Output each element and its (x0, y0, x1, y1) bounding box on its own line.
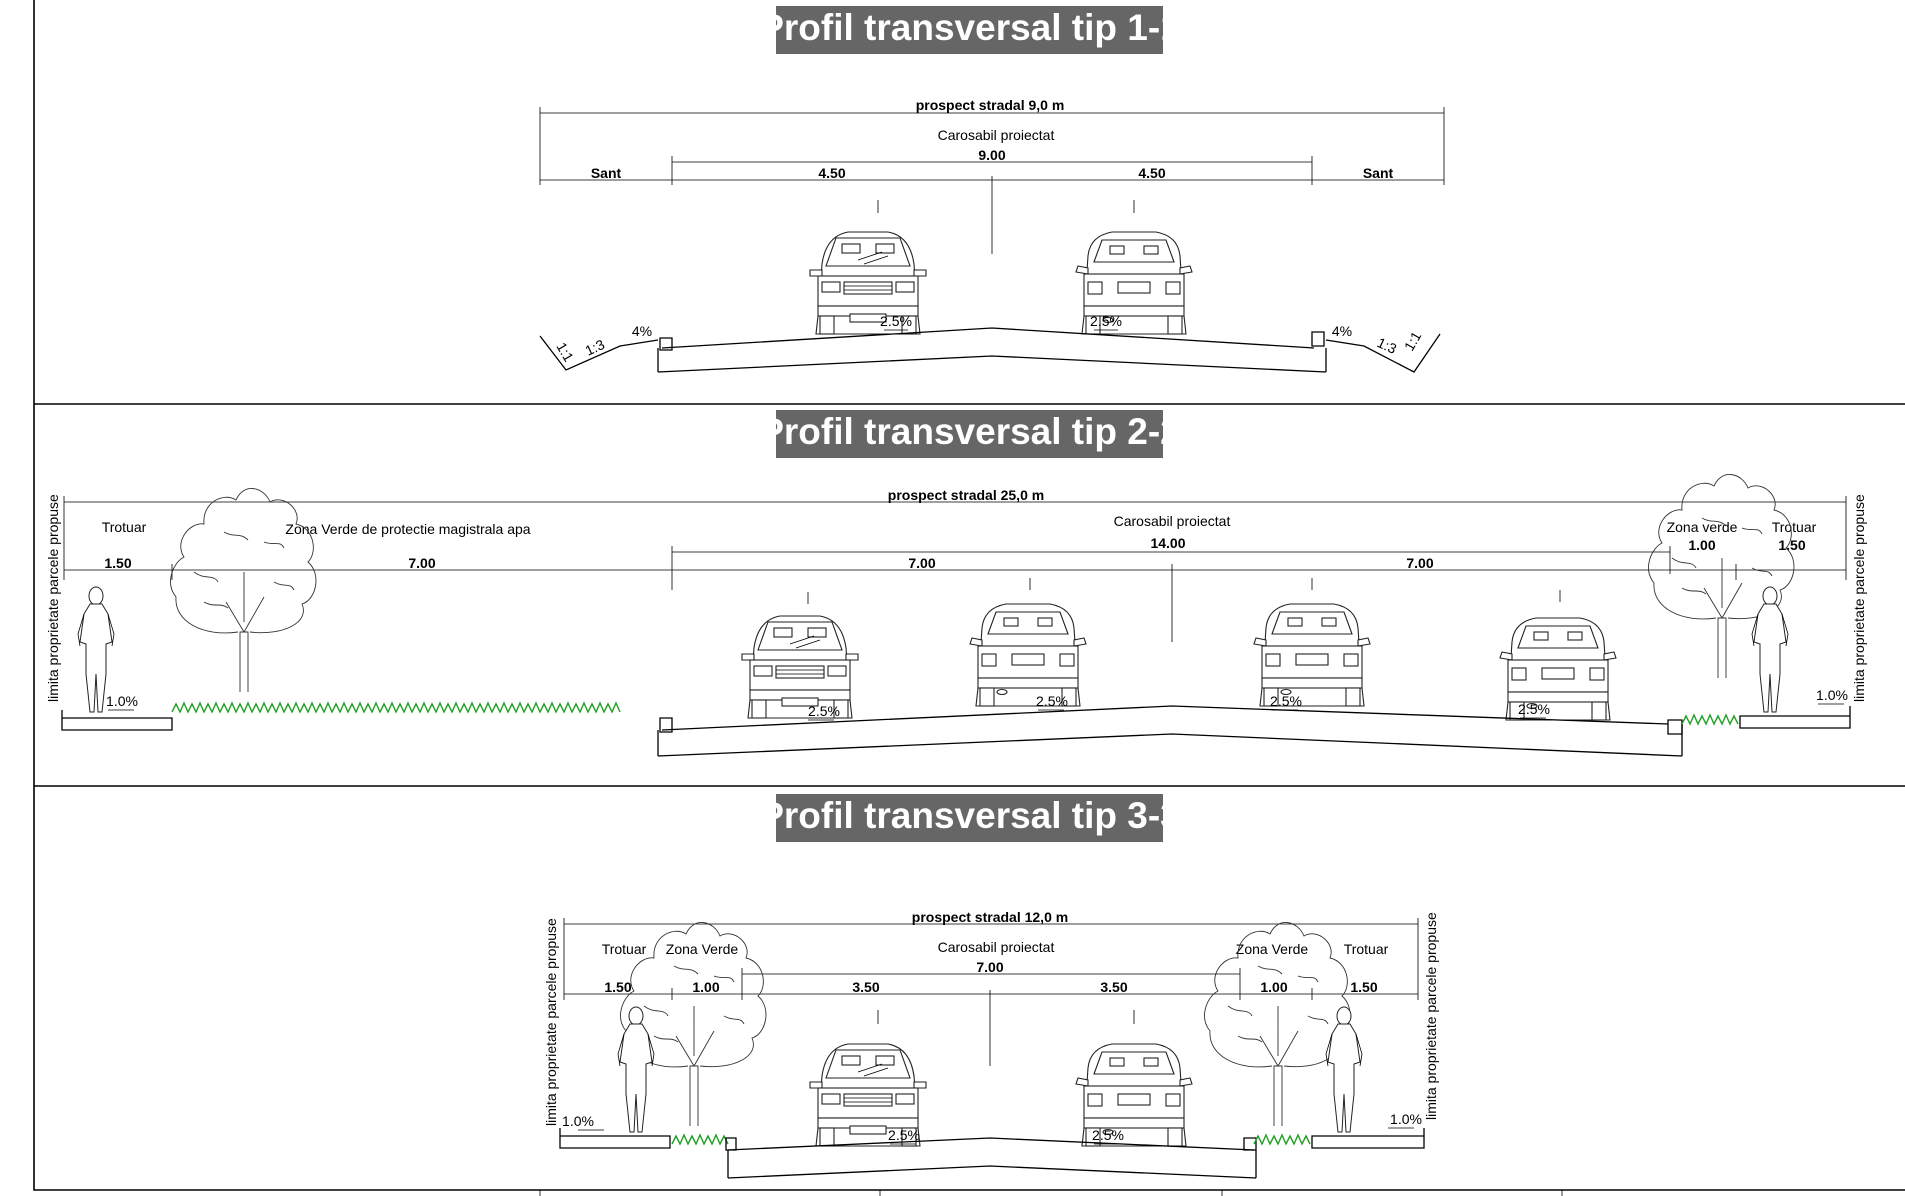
section-2-2-sidewalk-right: Trotuar (1772, 519, 1817, 535)
section-1-1-bank-1-3-left: 1:3 (583, 336, 608, 359)
section-1-1-bank-1-1-left: 1:1 (553, 340, 577, 365)
car-front-2a (741, 615, 859, 719)
section-2-2-slope-3: 2.5% (1270, 693, 1302, 709)
section-2-2-sidewalk-left: Trotuar (102, 519, 147, 535)
section-3-3-property-limit-left: limita proprietate parcele propuse (543, 918, 559, 1126)
section-3-3-carriageway-label: Carosabil proiectat (938, 939, 1055, 955)
section-3-3-lane-left: 3.50 (852, 979, 879, 995)
section-2-2-slope-2: 2.5% (1036, 693, 1068, 709)
section-1-1-slope-left: 2.5% (880, 313, 912, 329)
section-1-1-bank-1-1-right: 1:1 (1401, 328, 1425, 353)
tree-2-left (170, 488, 317, 693)
section-1-1: Profil transversal tip 1-1 prospect stra… (539, 6, 1445, 373)
section-1-1-carriageway-label: Carosabil proiectat (938, 127, 1055, 143)
pedestrian-2-right (1751, 586, 1789, 713)
section-3-3-sidewalk-slope-left: 1.0% (562, 1113, 594, 1129)
section-3-3-green-right: Zona Verde (1236, 941, 1309, 957)
car-rear-2c (1253, 603, 1371, 707)
section-1-1-title: Profil transversal tip 1-1 (759, 7, 1181, 48)
section-1-1-ditch-slope-right: 4% (1332, 323, 1352, 339)
section-2-2-sidewalk-right-width: 1.50 (1778, 537, 1805, 553)
section-3-3-sidewalk-right: Trotuar (1344, 941, 1389, 957)
section-3-3-slope-left: 2.5% (888, 1127, 920, 1143)
section-2-2-lane-right: 7.00 (1406, 555, 1433, 571)
section-3-3-sidewalk-left-width: 1.50 (604, 979, 631, 995)
pedestrian-3-left (617, 1006, 655, 1133)
section-3-3-slope-right: 2.5% (1092, 1127, 1124, 1143)
section-2-2-slope-4: 2.5% (1518, 701, 1550, 717)
section-3-3-lane-right: 3.50 (1100, 979, 1127, 995)
pedestrian-3-right (1325, 1006, 1363, 1133)
section-3-3-green-left-width: 1.00 (692, 979, 719, 995)
section-2-2-slope-1: 2.5% (808, 703, 840, 719)
section-2-2-property-limit-right: limita proprietate parcele propuse (1851, 494, 1867, 702)
section-1-1-bank-1-3-right: 1:3 (1375, 334, 1400, 357)
section-2-2-carriageway-label: Carosabil proiectat (1114, 513, 1231, 529)
section-2-2-carriageway-width: 14.00 (1150, 535, 1185, 551)
section-3-3-property-limit-right: limita proprietate parcele propuse (1423, 912, 1439, 1120)
section-1-1-lane-left: 4.50 (818, 165, 845, 181)
section-3-3-title: Profil transversal tip 3-3 (759, 795, 1181, 836)
section-2-2-green-protection-width: 7.00 (408, 555, 435, 571)
section-2-2-green-right: Zona verde (1667, 519, 1738, 535)
section-2-2-sidewalk-slope-left: 1.0% (106, 693, 138, 709)
section-2-2-sidewalk-slope-right: 1.0% (1816, 687, 1848, 703)
section-1-1-side-left: Sant (591, 165, 622, 181)
section-1-1-side-right: Sant (1363, 165, 1394, 181)
section-2-2-green-protection: Zona Verde de protectie magistrala apa (285, 521, 530, 537)
section-2-2: Profil transversal tip 2-2 prospect stra… (45, 410, 1867, 757)
section-3-3-sidewalk-slope-right: 1.0% (1390, 1111, 1422, 1127)
section-2-2-sidewalk-left-width: 1.50 (104, 555, 131, 571)
section-3-3-green-left: Zona Verde (666, 941, 739, 957)
section-1-1-prospect: prospect stradal 9,0 m (916, 97, 1065, 113)
section-3-3-sidewalk-right-width: 1.50 (1350, 979, 1377, 995)
section-3-3-green-right-width: 1.00 (1260, 979, 1287, 995)
section-2-2-green-right-width: 1.00 (1688, 537, 1715, 553)
section-2-2-title: Profil transversal tip 2-2 (759, 411, 1181, 452)
section-3-3: Profil transversal tip 3-3 prospect stra… (543, 794, 1439, 1179)
section-3-3-prospect: prospect stradal 12,0 m (912, 909, 1068, 925)
section-2-2-prospect: prospect stradal 25,0 m (888, 487, 1044, 503)
section-1-1-ditch-slope-left: 4% (632, 323, 652, 339)
section-1-1-lane-right: 4.50 (1138, 165, 1165, 181)
section-1-1-carriageway-width: 9.00 (978, 147, 1005, 163)
section-2-2-lane-left: 7.00 (908, 555, 935, 571)
section-2-2-property-limit-left: limita proprietate parcele propuse (45, 494, 61, 702)
car-rear-2b (969, 603, 1087, 707)
section-3-3-carriageway-width: 7.00 (976, 959, 1003, 975)
section-1-1-slope-right: 2.5% (1090, 313, 1122, 329)
section-3-3-sidewalk-left: Trotuar (602, 941, 647, 957)
